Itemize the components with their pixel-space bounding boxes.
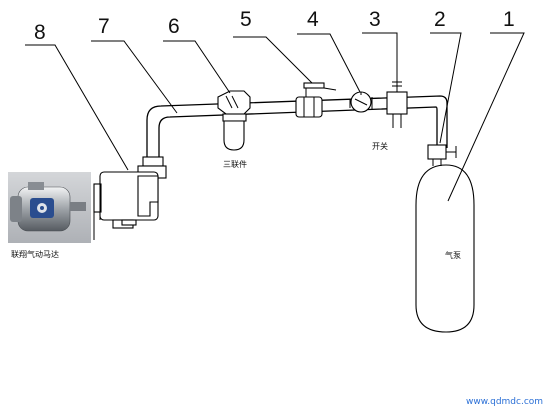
triple-unit-caption: 三联件 (223, 159, 247, 169)
callout-number-5: 5 (240, 8, 252, 31)
gas-cylinder: 气泵 (415, 164, 475, 333)
motor-photo-caption: 联翔气动马达 (11, 249, 59, 259)
callout-number-8: 8 (34, 21, 46, 44)
motor-photo (8, 172, 91, 243)
callout-2: 2 (430, 8, 462, 144)
callout-1: 1 (447, 8, 525, 202)
regulator-valve (295, 82, 337, 118)
callout-6: 6 (163, 15, 231, 94)
callout-number-2: 2 (434, 8, 446, 31)
callout-4: 4 (297, 8, 361, 93)
callout-5: 5 (233, 8, 313, 84)
callout-number-7: 7 (98, 15, 110, 38)
air-motor (93, 171, 159, 240)
callout-7: 7 (91, 15, 178, 114)
switch-caption: 开关 (372, 141, 388, 151)
callout-8: 8 (25, 21, 129, 171)
callout-number-1: 1 (503, 8, 515, 31)
triple-unit: 三联件 (217, 90, 251, 169)
callout-3: 3 (362, 8, 398, 64)
callout-number-4: 4 (307, 8, 319, 31)
cylinder-caption: 气泵 (445, 250, 461, 260)
callout-number-6: 6 (168, 15, 180, 38)
callout-number-3: 3 (369, 8, 381, 31)
cylinder-valve (427, 144, 457, 166)
watermark-text: www.qdmdc.com (466, 397, 543, 407)
pressure-gauge (349, 91, 373, 113)
switch-valve: 开关 (372, 63, 408, 151)
